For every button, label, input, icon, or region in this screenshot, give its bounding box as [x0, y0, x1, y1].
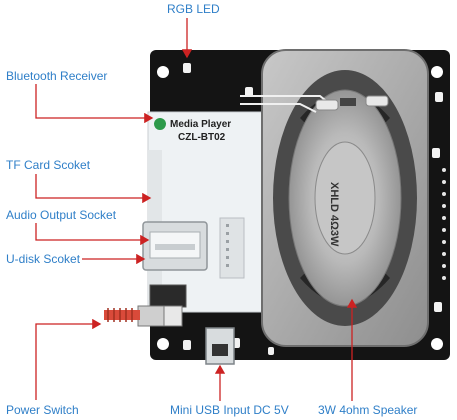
power-switch-body: [137, 305, 165, 327]
u-disk-socket-tongue: [155, 244, 195, 250]
mount-hole: [431, 338, 443, 350]
led-dots: [183, 63, 443, 355]
label-mini-usb-input: Mini USB Input DC 5V: [170, 403, 289, 417]
switch-spring: [107, 308, 133, 322]
module-logo-icon: [154, 118, 166, 130]
label-rgb-led: RGB LED: [167, 2, 220, 16]
power-switch-lever: [104, 310, 140, 320]
media-player-module: [147, 111, 271, 313]
arrow-tf-card: [35, 174, 152, 204]
mount-hole: [157, 66, 169, 78]
mount-hole: [431, 66, 443, 78]
arrow-bluetooth: [35, 84, 154, 124]
module-chip: [219, 217, 245, 279]
power-switch-cap: [163, 305, 183, 327]
module-model: CZL-BT02: [178, 132, 226, 143]
speaker-terminals: [315, 95, 389, 111]
speaker-dustcap: [314, 141, 376, 255]
mini-usb-port: [212, 344, 228, 356]
mount-hole: [157, 338, 169, 350]
pin-header: [442, 168, 446, 280]
label-bluetooth-receiver: Bluetooth Receiver: [6, 69, 108, 83]
label-tf-card-socket: TF Card Scoket: [6, 158, 91, 172]
label-u-disk-socket: U-disk Scoket: [6, 252, 81, 266]
label-power-switch: Power Switch: [6, 403, 79, 417]
label-audio-output-socket: Audio Output Socket: [6, 208, 117, 222]
module-pads: [226, 224, 229, 267]
module-title: Media Player: [170, 119, 231, 130]
arrow-power-switch: [35, 318, 102, 400]
label-speaker: 3W 4ohm Speaker: [318, 403, 418, 417]
audio-output-socket: [149, 284, 187, 308]
arrow-audio-output: [35, 223, 150, 246]
speaker-marking: XHLD 4Ω3W: [328, 182, 340, 247]
